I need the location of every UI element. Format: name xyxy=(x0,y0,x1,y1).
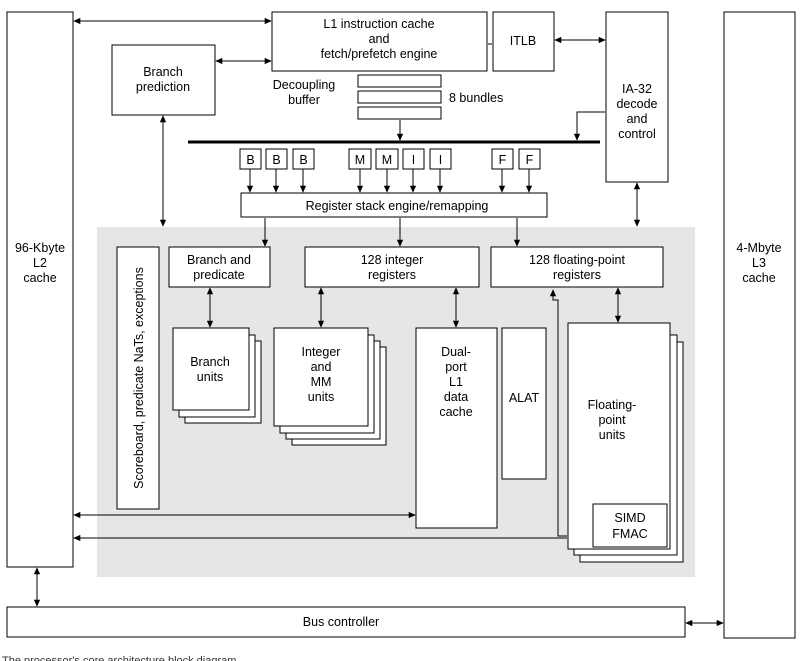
l1-data-cache-block: Dual- port L1 data cache xyxy=(415,327,498,529)
svg-text:I: I xyxy=(439,153,442,167)
l1-dcache-label-4: data xyxy=(444,390,468,404)
svg-text:B: B xyxy=(272,153,280,167)
issue-port-b3: B xyxy=(292,148,315,170)
svg-text:F: F xyxy=(526,153,534,167)
ia32-label-1: IA-32 xyxy=(622,82,652,96)
issue-ports: B B B M M I I F F xyxy=(239,148,541,170)
branch-predicate-label-1: Branch and xyxy=(187,253,251,267)
scoreboard-block: Scoreboard, predicate NaTs, exceptions xyxy=(116,246,160,510)
l2-cache-label-1: 96-Kbyte xyxy=(15,241,65,255)
l3-cache-block: 4-Mbyte L3 cache xyxy=(723,11,796,639)
issue-port-b1: B xyxy=(239,148,262,170)
l3-cache-label-1: 4-Mbyte xyxy=(736,241,781,255)
l2-cache-label-2: L2 xyxy=(33,256,47,270)
branch-prediction-label-2: prediction xyxy=(136,80,190,94)
branch-prediction-label-1: Branch xyxy=(143,65,183,79)
branch-predicate-label-2: predicate xyxy=(193,268,244,282)
svg-text:M: M xyxy=(355,153,365,167)
int-mm-units-label-4: units xyxy=(308,390,334,404)
l2-cache-block: 96-Kbyte L2 cache xyxy=(6,11,74,568)
ia32-label-4: control xyxy=(618,127,656,141)
fp-units-label-2: point xyxy=(598,413,626,427)
fp-units-block: Floating- point units SIMD FMAC xyxy=(567,322,684,563)
integer-registers-block: 128 integer registers xyxy=(304,246,480,288)
issue-port-f1: F xyxy=(491,148,514,170)
issue-port-m2: M xyxy=(375,148,399,170)
int-registers-label-2: registers xyxy=(368,268,416,282)
l1-dcache-label-2: port xyxy=(445,360,467,374)
int-mm-units-label-2: and xyxy=(311,360,332,374)
fp-units-label-1: Floating- xyxy=(588,398,637,412)
l3-cache-label-2: L3 xyxy=(752,256,766,270)
l1-dcache-label-1: Dual- xyxy=(441,345,471,359)
ia32-decode-block: IA-32 decode and control xyxy=(605,11,669,183)
issue-port-b2: B xyxy=(265,148,288,170)
l1-icache-label-3: fetch/prefetch engine xyxy=(321,47,438,61)
issue-port-i2: I xyxy=(429,148,452,170)
decoupling-buffer-label-2: buffer xyxy=(288,93,320,107)
l1-instruction-cache-block: L1 instruction cache and fetch/prefetch … xyxy=(271,11,488,72)
issue-port-m1: M xyxy=(348,148,372,170)
branch-units-label-1: Branch xyxy=(190,355,230,369)
figure-caption-text: The processor's core architecture block … xyxy=(2,655,237,661)
fp-units-label-3: units xyxy=(599,428,625,442)
alat-label: ALAT xyxy=(509,391,540,405)
fp-registers-block: 128 floating-point registers xyxy=(490,246,664,288)
branch-units-block: Branch units xyxy=(172,327,262,424)
simd-fmac-label-2: FMAC xyxy=(612,527,647,541)
simd-fmac-label-1: SIMD xyxy=(614,511,645,525)
bundles-label: 8 bundles xyxy=(449,91,503,105)
bus-controller-label: Bus controller xyxy=(303,615,379,629)
l1-icache-label-2: and xyxy=(369,32,390,46)
figure-caption: The processor's core architecture block … xyxy=(2,649,402,661)
alat-block: ALAT xyxy=(501,327,547,480)
int-mm-units-label-3: MM xyxy=(311,375,332,389)
fpunits-fpregs-feedback xyxy=(549,289,567,537)
svg-text:M: M xyxy=(382,153,392,167)
l1-dcache-label-5: cache xyxy=(439,405,472,419)
l1-icache-label-1: L1 instruction cache xyxy=(323,17,434,31)
branch-prediction-block: Branch prediction xyxy=(111,44,216,116)
svg-text:I: I xyxy=(412,153,415,167)
bus-controller-block: Bus controller xyxy=(6,606,686,638)
ia32-label-3: and xyxy=(627,112,648,126)
svg-text:B: B xyxy=(299,153,307,167)
issue-port-i1: I xyxy=(402,148,425,170)
fp-registers-label-1: 128 floating-point xyxy=(529,253,625,267)
fp-registers-label-2: registers xyxy=(553,268,601,282)
itlb-label: ITLB xyxy=(510,34,536,48)
l1-dcache-label-3: L1 xyxy=(449,375,463,389)
connections xyxy=(33,17,724,627)
l3-cache-label-3: cache xyxy=(742,271,775,285)
simd-fmac-block: SIMD FMAC xyxy=(592,503,668,548)
register-stack-label: Register stack engine/remapping xyxy=(306,199,489,213)
svg-text:B: B xyxy=(246,153,254,167)
l2-cache-label-3: cache xyxy=(23,271,56,285)
itlb-block: ITLB xyxy=(492,11,555,72)
int-mm-units-label-1: Integer xyxy=(302,345,341,359)
ia32-label-2: decode xyxy=(616,97,657,111)
int-registers-label-1: 128 integer xyxy=(361,253,424,267)
issue-port-f2: F xyxy=(518,148,541,170)
ia32-bus-arrow xyxy=(573,111,605,141)
branch-units-label-2: units xyxy=(197,370,223,384)
decoupling-buffer: Decoupling buffer 8 bundles xyxy=(273,74,503,120)
branch-predicate-block: Branch and predicate xyxy=(168,246,271,288)
register-stack-engine-block: Register stack engine/remapping xyxy=(240,192,548,218)
scoreboard-label: Scoreboard, predicate NaTs, exceptions xyxy=(132,267,146,489)
svg-text:F: F xyxy=(499,153,507,167)
integer-mm-units-block: Integer and MM units xyxy=(273,327,387,446)
decoupling-buffer-label-1: Decoupling xyxy=(273,78,336,92)
